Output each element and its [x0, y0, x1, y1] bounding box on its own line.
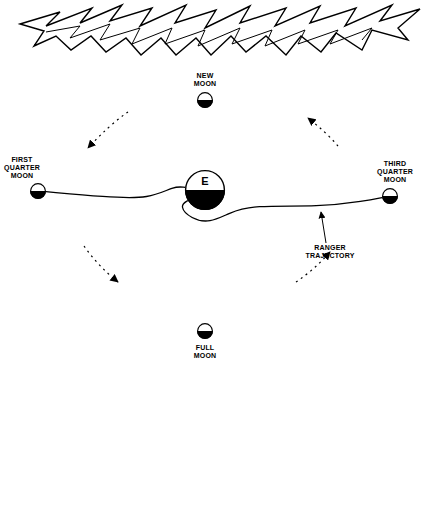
callout-label: RANGER TRAJECTORY [304, 244, 356, 260]
earth-circle: E [185, 170, 225, 210]
moon-symbol: FULL MOON [197, 323, 213, 339]
circle-outline [383, 189, 398, 204]
orbit-direction-arrow [308, 118, 338, 146]
orbit-direction-arrow [84, 246, 118, 282]
orbit-direction-arrow [88, 112, 128, 148]
shadow-half [185, 190, 225, 210]
moon-symbol: NEW MOON [197, 92, 213, 108]
circle-outline [198, 93, 213, 108]
sunlight-zigzag [20, 5, 420, 55]
moon-symbol: THIRD QUARTER MOON [382, 188, 398, 204]
moon-outline [197, 323, 213, 339]
earth-letter: E [197, 175, 213, 187]
sunlight-zigzag-inner [46, 24, 372, 46]
leader-arrow [321, 212, 326, 243]
phase-label: FULL MOON [192, 344, 218, 360]
phase-label: THIRD QUARTER MOON [377, 160, 413, 184]
moon-symbol: FIRST QUARTER MOON [30, 183, 46, 199]
circle-outline [186, 171, 225, 210]
circle-outline [31, 184, 46, 199]
moon-outline [197, 92, 213, 108]
phase-label: FIRST QUARTER MOON [4, 156, 40, 180]
moon-outline [382, 188, 398, 204]
moon-outline [30, 183, 46, 199]
phase-label: NEW MOON [192, 72, 218, 88]
circle-outline [198, 324, 213, 339]
trajectory-line [46, 187, 185, 198]
